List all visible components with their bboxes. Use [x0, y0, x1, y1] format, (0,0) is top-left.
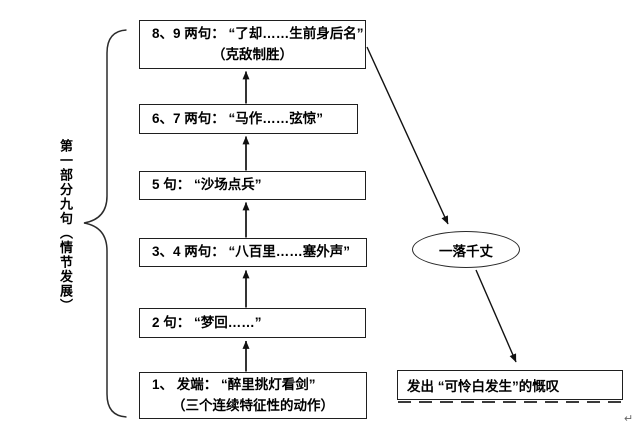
- flow-box-5-line1: 5 句： “沙场点兵”: [152, 177, 262, 193]
- paragraph-return-mark-icon: ↵: [624, 413, 634, 425]
- flow-box-6-7-line1: 6、7 两句： “马作……弦惊”: [152, 110, 324, 126]
- arrow-ellipse-to-result: [475, 269, 517, 363]
- section-brace: [83, 29, 127, 418]
- flow-box-8-9: 8、9 两句： “了却……生前身后名” （克敌制胜）: [139, 20, 366, 69]
- dashed-underline-artifact: [398, 401, 622, 403]
- flow-box-3-4-line1: 3、4 两句： “八百里……塞外声”: [152, 244, 351, 260]
- flow-box-8-9-line2: （克敌制胜）: [212, 46, 293, 62]
- flow-box-1-line1: 1、 发端： “醉里挑灯看剑”: [152, 377, 316, 393]
- arrow-top-to-ellipse: [366, 46, 449, 225]
- flow-box-6-7: 6、7 两句： “马作……弦惊”: [139, 104, 358, 134]
- flow-box-8-9-line1: 8、9 两句： “了却……生前身后名”: [152, 26, 364, 42]
- flow-box-2: 2 句： “梦回……”: [139, 308, 366, 338]
- flow-box-3-4: 3、4 两句： “八百里……塞外声”: [139, 238, 367, 267]
- flow-box-1-line2: （三个连续特征性的动作）: [172, 397, 334, 413]
- result-box: 发出 “可怜白发生”的慨叹: [397, 370, 623, 400]
- flow-box-2-line1: 2 句： “梦回……”: [152, 314, 262, 330]
- flow-box-1: 1、 发端： “醉里挑灯看剑” （三个连续特征性的动作）: [139, 372, 367, 419]
- flow-box-5: 5 句： “沙场点兵”: [139, 171, 366, 200]
- turning-point-ellipse: 一落千丈: [412, 231, 520, 268]
- section-label: 第一部分九句（情节发展）: [57, 139, 72, 313]
